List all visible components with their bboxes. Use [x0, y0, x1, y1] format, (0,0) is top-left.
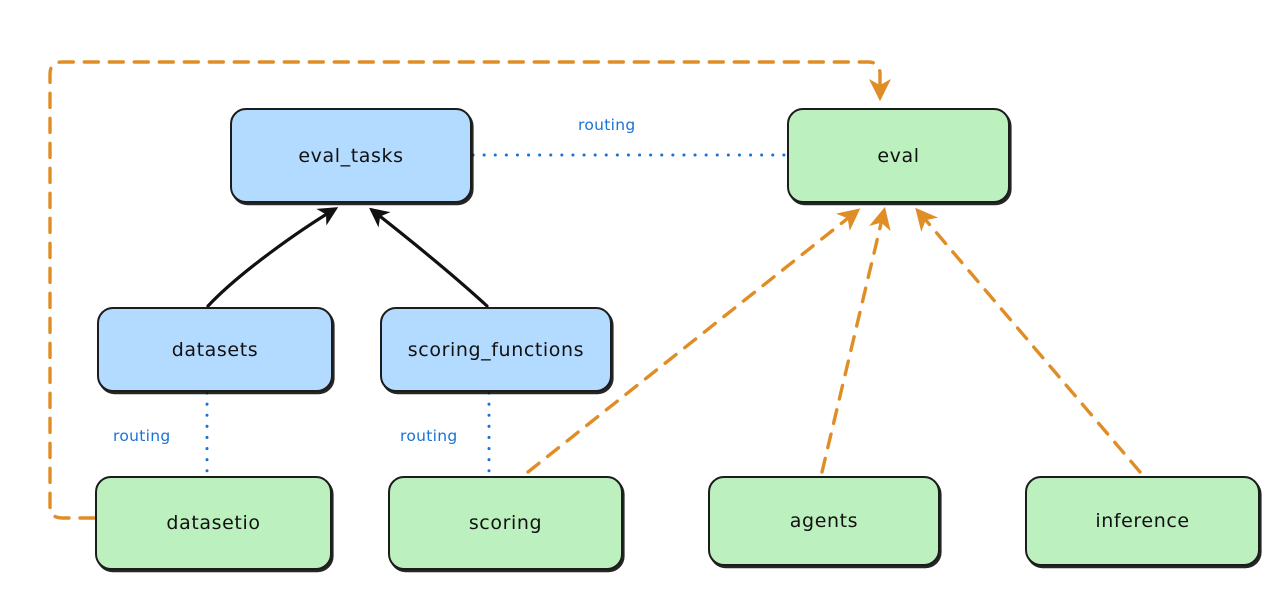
edge-inference-to-eval [915, 207, 1142, 474]
edge-label-routing-eval-tasks-eval: routing [578, 116, 636, 134]
node-label-scoring: scoring [468, 512, 543, 534]
edge-label-routing-datasets-datasetio: routing [113, 427, 171, 445]
node-label-datasets: datasets [171, 338, 259, 361]
node-datasetio[interactable]: datasetio [95, 476, 332, 570]
edge-agents-to-eval [820, 206, 891, 474]
node-eval[interactable]: eval [787, 108, 1010, 203]
edge-datasets-to-eval-tasks [206, 207, 339, 308]
edge-scoring-functions-to-eval-tasks [369, 207, 489, 308]
node-label-scoring-functions: scoring_functions [407, 338, 585, 361]
node-label-eval-tasks: eval_tasks [298, 144, 404, 167]
node-label-datasetio: datasetio [166, 512, 261, 534]
node-agents[interactable]: agents [708, 476, 940, 566]
node-scoring[interactable]: scoring [388, 476, 623, 570]
node-datasets[interactable]: datasets [97, 307, 333, 392]
node-label-agents: agents [789, 510, 859, 532]
node-eval-tasks[interactable]: eval_tasks [230, 108, 472, 203]
node-inference[interactable]: inference [1025, 476, 1260, 566]
node-label-inference: inference [1095, 510, 1190, 532]
node-scoring-functions[interactable]: scoring_functions [380, 307, 612, 392]
node-label-eval: eval [877, 144, 920, 167]
edge-label-routing-scoring-functions-scoring: routing [400, 427, 458, 445]
